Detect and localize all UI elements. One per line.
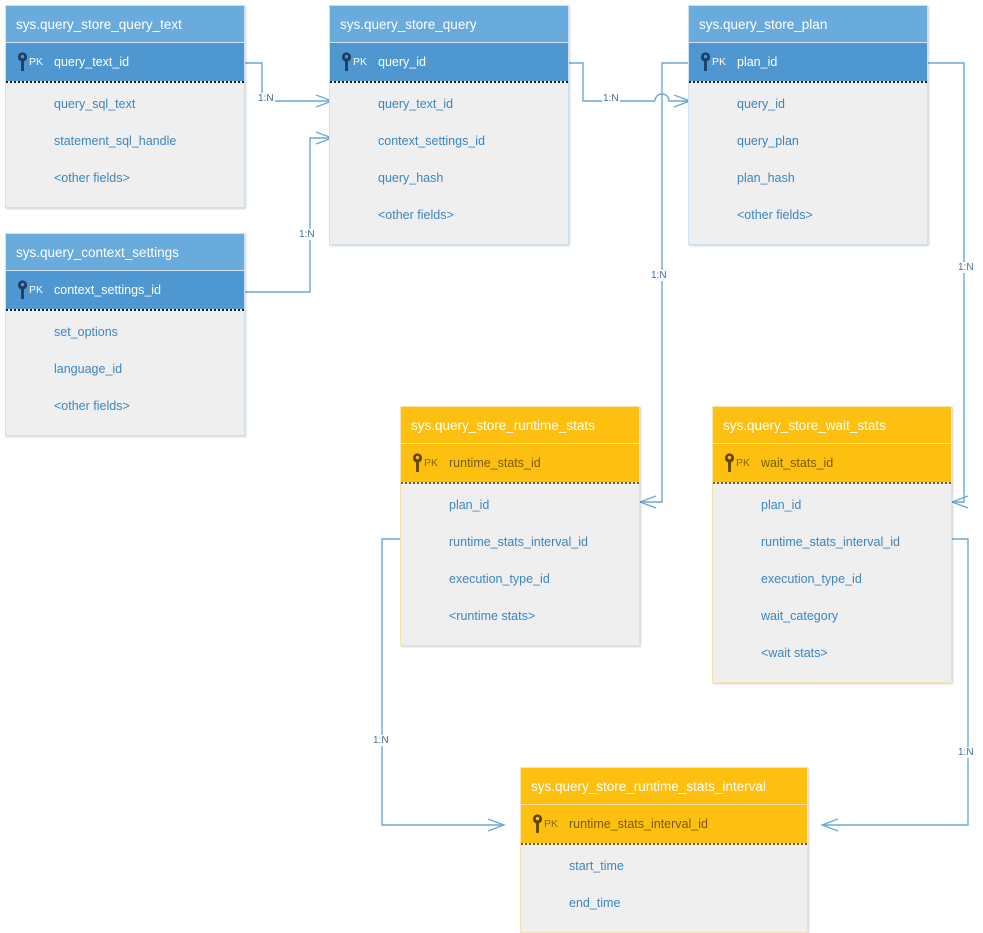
primary-key-row[interactable]: PK runtime_stats_interval_id bbox=[521, 805, 807, 843]
entity-query-context-settings[interactable]: sys.query_context_settings PK context_se… bbox=[5, 233, 245, 436]
primary-key-row[interactable]: PK query_id bbox=[330, 43, 568, 81]
cardinality-label-r4: 1:N bbox=[650, 270, 668, 281]
field-row: execution_type_id bbox=[761, 572, 862, 586]
key-icon bbox=[341, 52, 352, 71]
entity-fields: set_options language_id <other fields> bbox=[6, 309, 244, 435]
entity-title: sys.query_store_query bbox=[330, 6, 568, 43]
entity-query-store-plan[interactable]: sys.query_store_plan PK plan_id query_id… bbox=[688, 5, 928, 245]
pk-field-name: query_id bbox=[378, 55, 426, 69]
entity-query-store-query[interactable]: sys.query_store_query PK query_id query_… bbox=[329, 5, 569, 245]
pk-field-name: query_text_id bbox=[54, 55, 130, 69]
cardinality-label-r1: 1:N bbox=[257, 93, 275, 104]
field-row: runtime_stats_interval_id bbox=[449, 535, 588, 549]
pk-field-name: context_settings_id bbox=[54, 283, 162, 297]
entity-fields: query_id query_plan plan_hash <other fie… bbox=[689, 81, 927, 244]
entity-title: sys.query_context_settings bbox=[6, 234, 244, 271]
cardinality-label-r7: 1:N bbox=[957, 747, 975, 758]
arrowhead-r6 bbox=[487, 818, 506, 832]
entity-title: sys.query_store_plan bbox=[689, 6, 927, 43]
primary-key-row[interactable]: PK runtime_stats_id bbox=[401, 444, 639, 482]
pk-field-name: runtime_stats_id bbox=[449, 456, 541, 470]
field-row: <runtime stats> bbox=[449, 609, 536, 623]
entity-fields: plan_id runtime_stats_interval_id execut… bbox=[713, 482, 951, 682]
key-icon bbox=[17, 52, 28, 71]
cardinality-label-r5: 1:N bbox=[957, 262, 975, 273]
arrowhead-r7 bbox=[820, 818, 839, 832]
entity-fields: query_sql_text statement_sql_handle <oth… bbox=[6, 81, 244, 207]
entity-fields: plan_id runtime_stats_interval_id execut… bbox=[401, 482, 639, 645]
cardinality-label-r6: 1:N bbox=[372, 735, 390, 746]
cardinality-label-r3: 1:N bbox=[602, 93, 620, 104]
entity-query-store-runtime-stats-interval[interactable]: sys.query_store_runtime_stats_interval P… bbox=[520, 767, 808, 933]
field-row: query_id bbox=[737, 97, 785, 111]
pk-badge: PK bbox=[29, 284, 44, 296]
pk-field-name: plan_id bbox=[737, 55, 778, 69]
pk-badge: PK bbox=[712, 56, 727, 68]
connector-context-settings-to-query bbox=[245, 137, 332, 293]
primary-key-row[interactable]: PK query_text_id bbox=[6, 43, 244, 81]
entity-query-store-wait-stats[interactable]: sys.query_store_wait_stats PK wait_stats… bbox=[712, 406, 952, 683]
key-icon bbox=[17, 280, 28, 299]
arrowhead-r5 bbox=[950, 495, 969, 509]
pk-badge: PK bbox=[424, 457, 439, 469]
field-row: wait_category bbox=[761, 609, 839, 623]
field-row: <other fields> bbox=[54, 171, 130, 185]
pk-badge: PK bbox=[353, 56, 368, 68]
field-row: context_settings_id bbox=[378, 134, 486, 148]
primary-key-row[interactable]: PK context_settings_id bbox=[6, 271, 244, 309]
field-row: query_sql_text bbox=[54, 97, 136, 111]
field-row: <other fields> bbox=[378, 208, 454, 222]
pk-badge: PK bbox=[29, 56, 44, 68]
pk-badge: PK bbox=[544, 818, 559, 830]
cardinality-label-r2: 1:N bbox=[298, 229, 316, 240]
entity-query-store-query-text[interactable]: sys.query_store_query_text PK query_text… bbox=[5, 5, 245, 208]
field-row: start_time bbox=[569, 859, 624, 873]
field-row: <wait stats> bbox=[761, 646, 828, 660]
key-icon bbox=[532, 814, 543, 833]
field-row: statement_sql_handle bbox=[54, 134, 177, 148]
field-row: query_plan bbox=[737, 134, 799, 148]
field-row: query_hash bbox=[378, 171, 444, 185]
field-row: plan_id bbox=[449, 498, 490, 512]
key-icon bbox=[412, 453, 423, 472]
field-row: plan_id bbox=[761, 498, 802, 512]
field-row: end_time bbox=[569, 896, 621, 910]
key-icon bbox=[700, 52, 711, 71]
field-row: <other fields> bbox=[737, 208, 813, 222]
field-row: runtime_stats_interval_id bbox=[761, 535, 900, 549]
key-icon bbox=[724, 453, 735, 472]
pk-field-name: runtime_stats_interval_id bbox=[569, 817, 708, 831]
field-row: plan_hash bbox=[737, 171, 795, 185]
field-row: <other fields> bbox=[54, 399, 130, 413]
entity-title: sys.query_store_wait_stats bbox=[713, 407, 951, 444]
arrowhead-r4 bbox=[638, 495, 657, 509]
line-hop-r3 bbox=[654, 93, 690, 102]
entity-fields: query_text_id context_settings_id query_… bbox=[330, 81, 568, 244]
primary-key-row[interactable]: PK wait_stats_id bbox=[713, 444, 951, 482]
field-row: query_text_id bbox=[378, 97, 454, 111]
field-row: execution_type_id bbox=[449, 572, 550, 586]
primary-key-row[interactable]: PK plan_id bbox=[689, 43, 927, 81]
entity-title: sys.query_store_query_text bbox=[6, 6, 244, 43]
entity-title: sys.query_store_runtime_stats bbox=[401, 407, 639, 444]
entity-title: sys.query_store_runtime_stats_interval bbox=[521, 768, 807, 805]
connector-plan-to-runtime-stats bbox=[640, 62, 690, 503]
entity-fields: start_time end_time bbox=[521, 843, 807, 932]
pk-field-name: wait_stats_id bbox=[761, 456, 834, 470]
pk-badge: PK bbox=[736, 457, 751, 469]
field-row: set_options bbox=[54, 325, 118, 339]
entity-query-store-runtime-stats[interactable]: sys.query_store_runtime_stats PK runtime… bbox=[400, 406, 640, 646]
field-row: language_id bbox=[54, 362, 123, 376]
